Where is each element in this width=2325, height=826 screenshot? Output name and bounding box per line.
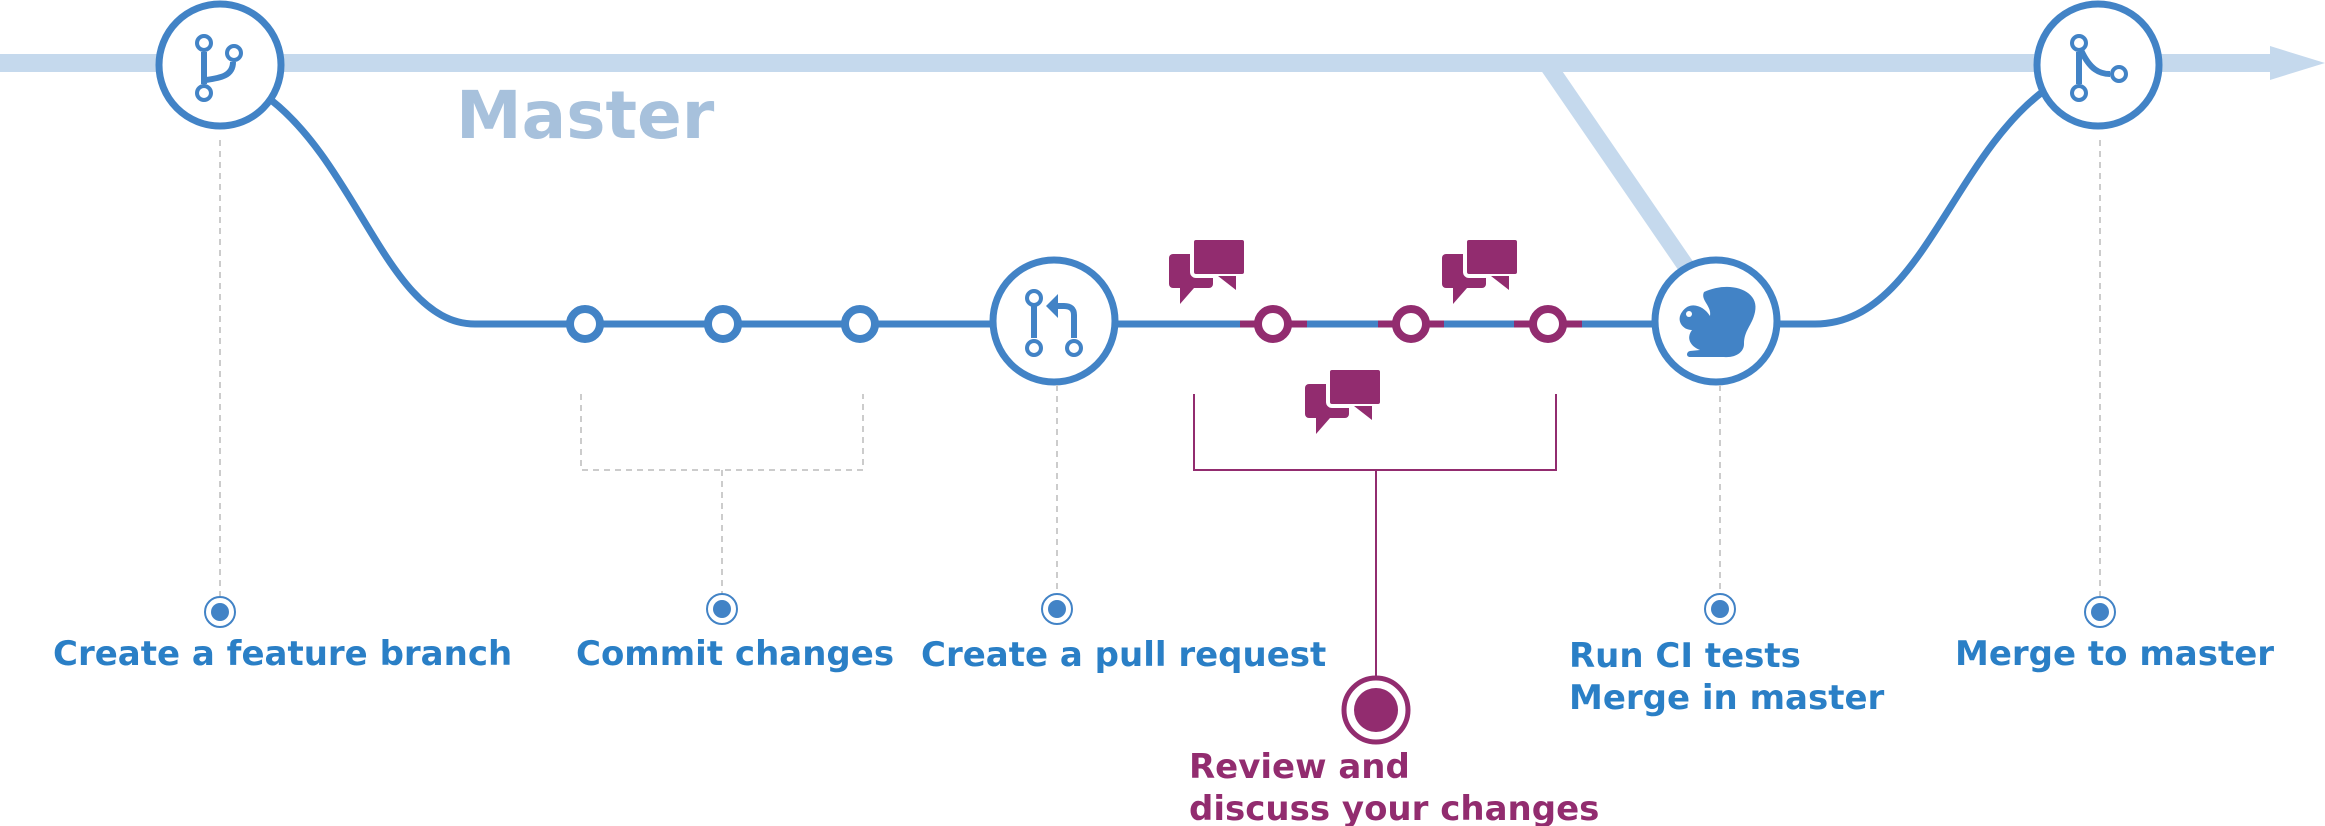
review-commit-node <box>1392 305 1430 343</box>
step-marker <box>1704 593 1736 625</box>
step-label-merge: Merge to master <box>1955 634 2274 674</box>
step-label-review-line1: Review and <box>1189 747 1410 787</box>
commit-node <box>704 305 742 343</box>
commit-node <box>841 305 879 343</box>
step-label-review-line2: discuss your changes <box>1189 789 1599 826</box>
step-label-ci-line1: Run CI tests <box>1569 636 1801 676</box>
step-label-pull-request: Create a pull request <box>921 635 1326 675</box>
speech-bubbles-icon <box>1305 366 1384 434</box>
step-label-ci-line2: Merge in master <box>1569 678 1885 718</box>
step-label-commit: Commit changes <box>576 634 894 674</box>
review-commit-node <box>1254 305 1292 343</box>
git-merge-icon <box>2033 0 2163 130</box>
step-marker <box>1041 593 1073 625</box>
commit-node <box>566 305 604 343</box>
speech-bubbles-icon <box>1442 236 1521 304</box>
review-bracket <box>1193 394 1557 676</box>
step-marker <box>706 593 738 625</box>
guide-lines <box>219 140 2101 596</box>
review-commit-node <box>1529 305 1567 343</box>
feature-branch-line <box>268 87 2048 328</box>
master-branch-line <box>0 46 2325 280</box>
git-branch-icon <box>155 0 285 130</box>
step-label-feature-branch: Create a feature branch <box>53 634 512 674</box>
squirrel-icon <box>1651 256 1781 386</box>
master-label: Master <box>456 77 715 154</box>
speech-bubbles-icon <box>1169 236 1248 304</box>
git-pull-request-icon <box>989 256 1119 386</box>
step-marker <box>1341 675 1411 745</box>
step-marker <box>204 596 236 628</box>
step-marker <box>2084 596 2116 628</box>
